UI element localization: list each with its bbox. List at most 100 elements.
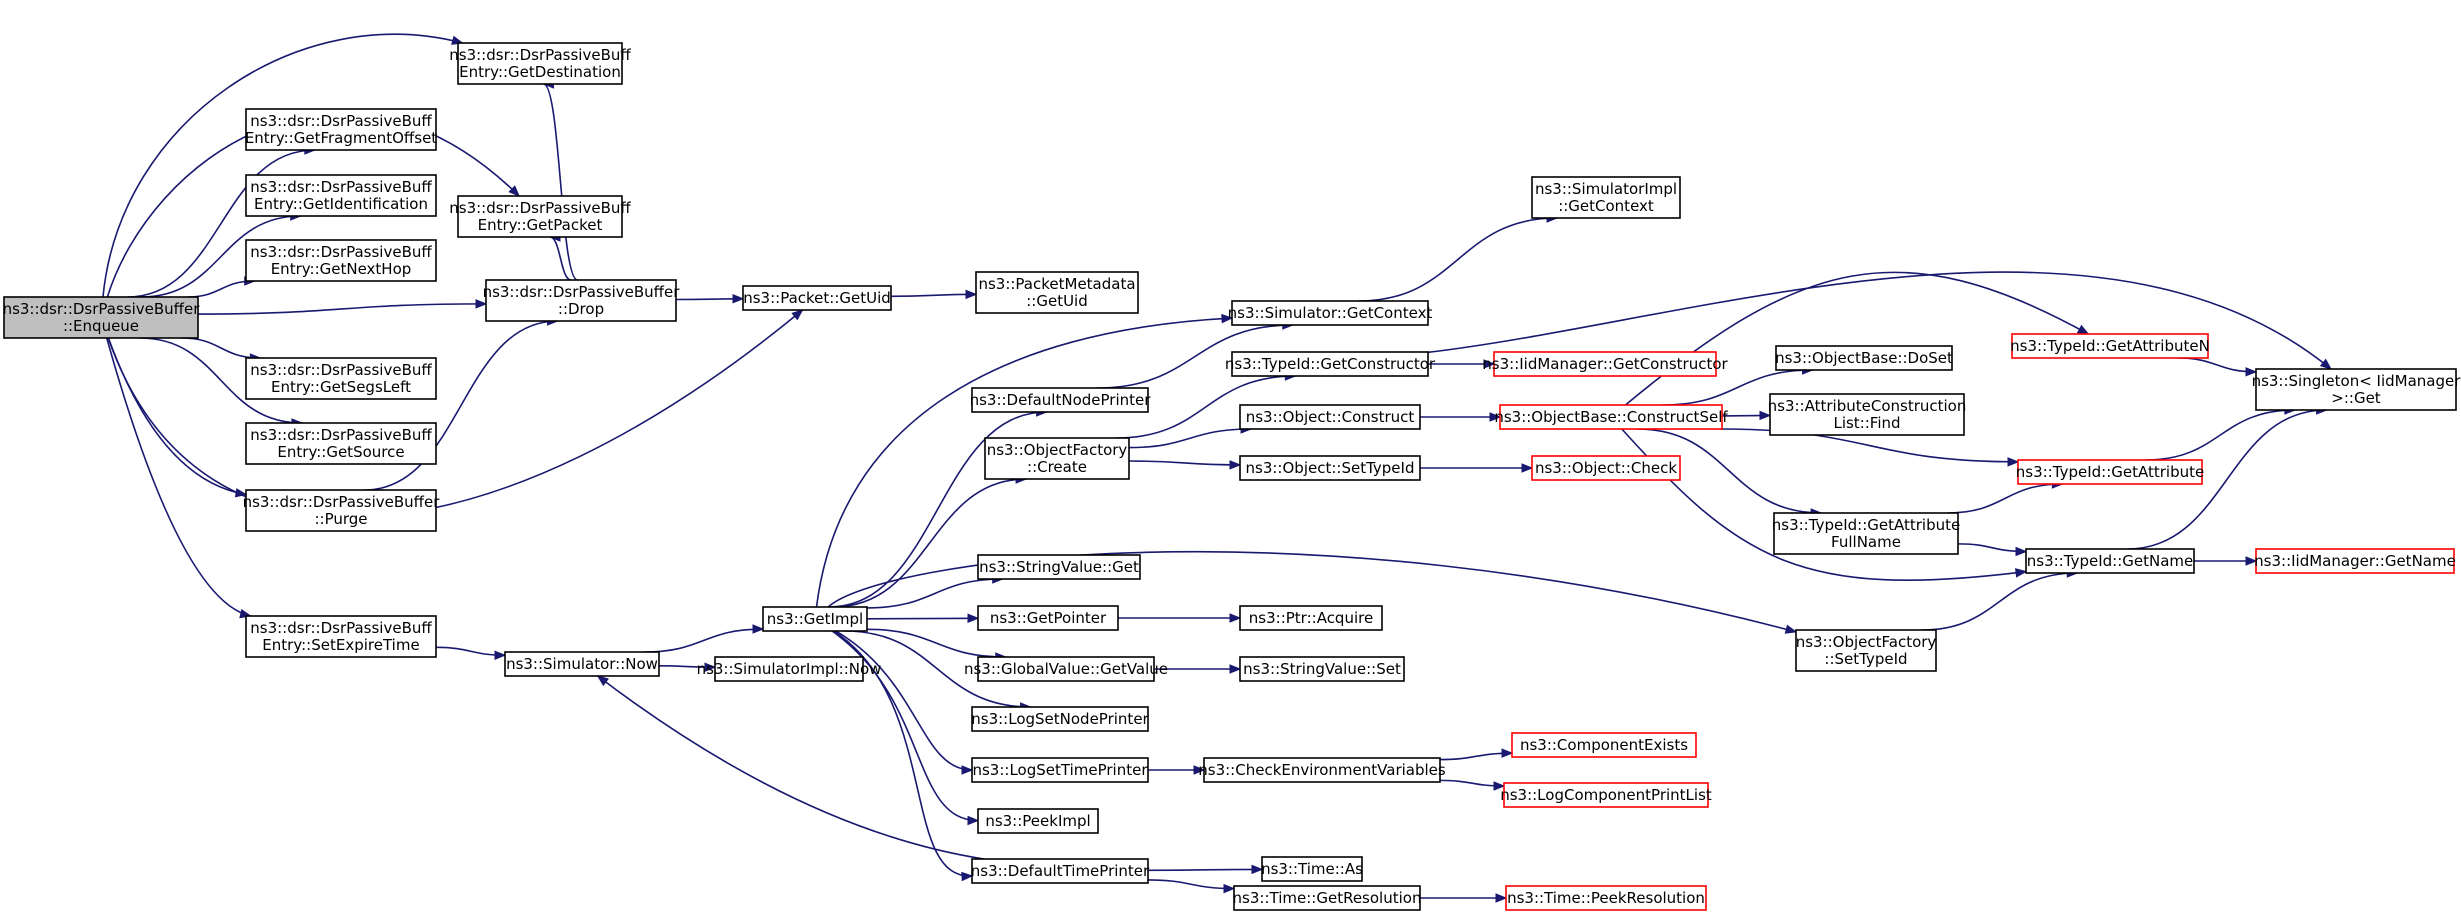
- node-simctx[interactable]: ns3::Simulator::GetContext: [1228, 300, 1433, 326]
- node-ptracquire[interactable]: ns3::Ptr::Acquire: [1239, 605, 1383, 631]
- node-singleton[interactable]: ns3::Singleton< IidManager>::Get: [2252, 368, 2461, 411]
- node-compexists[interactable]: ns3::ComponentExists: [1511, 732, 1697, 758]
- node-getfrag[interactable]: ns3::dsr::DsrPassiveBuffEntry::GetFragme…: [245, 108, 437, 151]
- edge-getimpl-to-stringget: [866, 574, 1005, 609]
- node-objfactcreate[interactable]: ns3::ObjectFactory::Create: [984, 437, 1130, 480]
- node-simnow[interactable]: ns3::Simulator::Now: [504, 651, 660, 677]
- edge-enqueue-to-setexpire: [105, 337, 252, 619]
- node-simimplctx[interactable]: ns3::SimulatorImpl::GetContext: [1531, 176, 1681, 219]
- node-iidname[interactable]: ns3::IidManager::GetName: [2254, 548, 2456, 574]
- node-getattrn[interactable]: ns3::TypeId::GetAttributeN: [2010, 333, 2210, 359]
- node-box: [1261, 856, 1363, 882]
- node-objcheck[interactable]: ns3::Object::Check: [1531, 455, 1681, 481]
- node-logsetnode[interactable]: ns3::LogSetNodePrinter: [971, 706, 1150, 732]
- node-checkenv[interactable]: ns3::CheckEnvironmentVariables: [1198, 757, 1446, 783]
- node-objsettypeid[interactable]: ns3::Object::SetTypeId: [1239, 455, 1421, 481]
- edge-line: [105, 337, 251, 617]
- arrowhead: [2007, 457, 2020, 467]
- edge-line: [833, 478, 1027, 608]
- node-label: ns3::LogSetTimePrinter: [972, 761, 1148, 779]
- node-getdest[interactable]: ns3::dsr::DsrPassiveBuffEntry::GetDestin…: [449, 42, 631, 85]
- node-doset[interactable]: ns3::ObjectBase::DoSet: [1775, 345, 1953, 371]
- node-getpointer[interactable]: ns3::GetPointer: [977, 605, 1119, 631]
- node-iidctor[interactable]: ns3::IidManager::GetConstructor: [1482, 351, 1729, 377]
- node-setexpire[interactable]: ns3::dsr::DsrPassiveBuffEntry::SetExpire…: [245, 615, 437, 658]
- node-box: [2255, 548, 2455, 574]
- node-stringget[interactable]: ns3::StringValue::Get: [977, 554, 1141, 580]
- node-label: Entry::GetNextHop: [271, 260, 412, 278]
- edge-simnow-to-getimpl: [644, 624, 765, 653]
- node-ofsettypeid[interactable]: ns3::ObjectFactory::SetTypeId: [1795, 629, 1937, 672]
- node-getimpl[interactable]: ns3::GetImpl: [762, 606, 868, 632]
- node-gvget[interactable]: ns3::GlobalValue::GetValue: [964, 656, 1168, 682]
- node-pktuid[interactable]: ns3::Packet::GetUid: [742, 285, 892, 311]
- node-enqueue[interactable]: ns3::dsr::DsrPassiveBuffer::Enqueue: [3, 296, 201, 339]
- node-timegetres[interactable]: ns3::Time::GetResolution: [1233, 885, 1422, 911]
- node-box: [977, 808, 1099, 834]
- arrowhead: [1229, 664, 1242, 674]
- node-getnexthop[interactable]: ns3::dsr::DsrPassiveBuffEntry::GetNextHo…: [245, 239, 437, 282]
- node-peekimpl[interactable]: ns3::PeekImpl: [977, 808, 1099, 834]
- node-label: ns3::DefaultNodePrinter: [970, 391, 1152, 409]
- node-logcomplist[interactable]: ns3::LogComponentPrintList: [1500, 782, 1712, 808]
- node-simimplnow[interactable]: ns3::SimulatorImpl::Now: [697, 656, 882, 682]
- node-box: [714, 656, 864, 682]
- edge-line: [1097, 324, 1293, 389]
- node-defnode[interactable]: ns3::DefaultNodePrinter: [970, 387, 1152, 413]
- node-label: FullName: [1831, 533, 1901, 551]
- edge-simnow-to-simimplnow: [658, 662, 717, 672]
- node-box: [2011, 333, 2209, 359]
- node-purge[interactable]: ns3::dsr::DsrPassiveBuffer::Purge: [243, 489, 441, 532]
- arrowhead: [2245, 556, 2258, 566]
- edge-line: [1621, 428, 2027, 581]
- node-getname[interactable]: ns3::TypeId::GetName: [2025, 548, 2195, 574]
- node-deftime[interactable]: ns3::DefaultTimePrinter: [971, 858, 1150, 884]
- edge-getimpl-to-logsettime: [835, 630, 974, 775]
- node-label: ns3::ObjectFactory: [1796, 633, 1937, 651]
- arrowhead: [732, 294, 745, 304]
- edge-line: [102, 33, 463, 298]
- node-stringset[interactable]: ns3::StringValue::Set: [1239, 656, 1405, 682]
- node-label: ns3::CheckEnvironmentVariables: [1198, 761, 1446, 779]
- node-label: ::Create: [1027, 458, 1087, 476]
- node-objconstruct[interactable]: ns3::Object::Construct: [1239, 404, 1421, 430]
- node-label: ns3::Time::As: [1261, 860, 1363, 878]
- node-box: [1239, 404, 1421, 430]
- edge-line: [140, 337, 302, 424]
- node-label: ns3::TypeId::GetName: [2027, 552, 2193, 570]
- node-constructself[interactable]: ns3::ObjectBase::ConstructSelf: [1494, 404, 1728, 430]
- node-getsegs[interactable]: ns3::dsr::DsrPassiveBuffEntry::GetSegsLe…: [245, 357, 437, 400]
- edge-line: [833, 630, 973, 877]
- arrowhead: [704, 662, 717, 672]
- node-box: [971, 757, 1149, 783]
- arrowhead: [2014, 568, 2028, 578]
- node-label: ns3::Object::Construct: [1246, 408, 1415, 426]
- node-drop[interactable]: ns3::dsr::DsrPassiveBuffer::Drop: [483, 279, 681, 322]
- arrowhead: [967, 815, 980, 826]
- node-peekres[interactable]: ns3::Time::PeekResolution: [1505, 885, 1707, 911]
- node-box: [971, 387, 1149, 413]
- node-timeas[interactable]: ns3::Time::As: [1261, 856, 1363, 882]
- edge-getname-to-iidname: [2194, 556, 2258, 566]
- edge-line: [1128, 428, 1252, 449]
- node-label: ::SetTypeId: [1824, 650, 1907, 668]
- node-getident[interactable]: ns3::dsr::DsrPassiveBuffEntry::GetIdenti…: [245, 174, 437, 217]
- node-typeidctor[interactable]: ns3::TypeId::GetConstructor: [1225, 351, 1436, 377]
- edge-line: [815, 317, 1233, 608]
- node-getattr[interactable]: ns3::TypeId::GetAttribute: [2016, 459, 2204, 485]
- node-label: ::Purge: [314, 510, 367, 528]
- edge-line: [2177, 357, 2257, 373]
- node-box: [1505, 885, 1707, 911]
- edge-checkenv-to-logcomplist: [1439, 779, 1506, 791]
- edge-deftime-to-simnow: [596, 675, 985, 860]
- edge-line: [127, 149, 315, 298]
- node-pmuid[interactable]: ns3::PacketMetadata::GetUid: [975, 271, 1139, 314]
- node-label: ns3::dsr::DsrPassiveBuff: [250, 361, 432, 379]
- node-label: ::GetUid: [1026, 292, 1088, 310]
- node-logsettime[interactable]: ns3::LogSetTimePrinter: [971, 757, 1149, 783]
